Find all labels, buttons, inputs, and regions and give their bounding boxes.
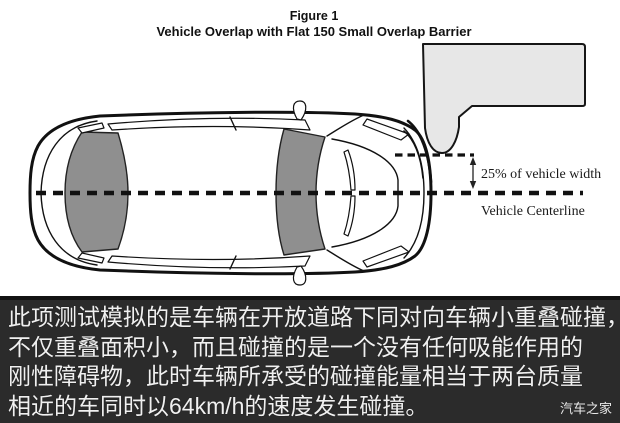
headlight-top: [362, 118, 410, 141]
b-pillar-bottom: [229, 255, 237, 270]
caption-band: 此项测试模拟的是车辆在开放道路下同对向车辆小重叠碰撞， 不仅重叠面积小，而且碰撞…: [0, 296, 620, 423]
b-pillar-top: [229, 116, 237, 131]
a-pillar-top: [326, 114, 365, 137]
quarter-window-top: [77, 122, 105, 134]
figure-title: Vehicle Overlap with Flat 150 Small Over…: [156, 24, 471, 39]
overlap-dimension-arrow: [469, 157, 477, 189]
caption-line-3: 刚性障碍物，此时车辆所承受的碰撞能量相当于两台质量: [8, 363, 583, 389]
barrier-shape: [422, 43, 586, 154]
cowl-vent-top: [343, 149, 356, 191]
side-mirror-bottom: [292, 265, 307, 286]
caption-line-2: 不仅重叠面积小，而且碰撞的是一个没有任何吸能作用的: [8, 333, 583, 360]
car-corner-outer-line: [406, 119, 433, 184]
car-corner-overlap-lines: [403, 119, 433, 184]
headlight-bottom: [362, 245, 410, 268]
watermark-autohome: 汽车之家: [559, 401, 612, 416]
cowl-vent-bottom: [343, 195, 356, 237]
car-corner-inner-line: [403, 130, 424, 179]
figure-number: Figure 1: [290, 9, 339, 23]
vehicle-overlap-diagram: Figure 1 Vehicle Overlap with Flat 150 S…: [28, 9, 602, 286]
caption-line-1: 此项测试模拟的是车辆在开放道路下同对向车辆小重叠碰撞，: [8, 304, 620, 330]
centerline-label: Vehicle Centerline: [481, 204, 585, 219]
side-window-bottom: [107, 255, 311, 269]
side-window-top: [107, 117, 311, 131]
side-mirror-top: [292, 100, 307, 121]
overlap-width-label: 25% of vehicle width: [481, 167, 601, 182]
quarter-window-bottom: [77, 252, 105, 264]
a-pillar-bottom: [326, 249, 365, 272]
caption-line-4: 相近的车同时以64km/h的速度发生碰撞。: [8, 392, 429, 419]
